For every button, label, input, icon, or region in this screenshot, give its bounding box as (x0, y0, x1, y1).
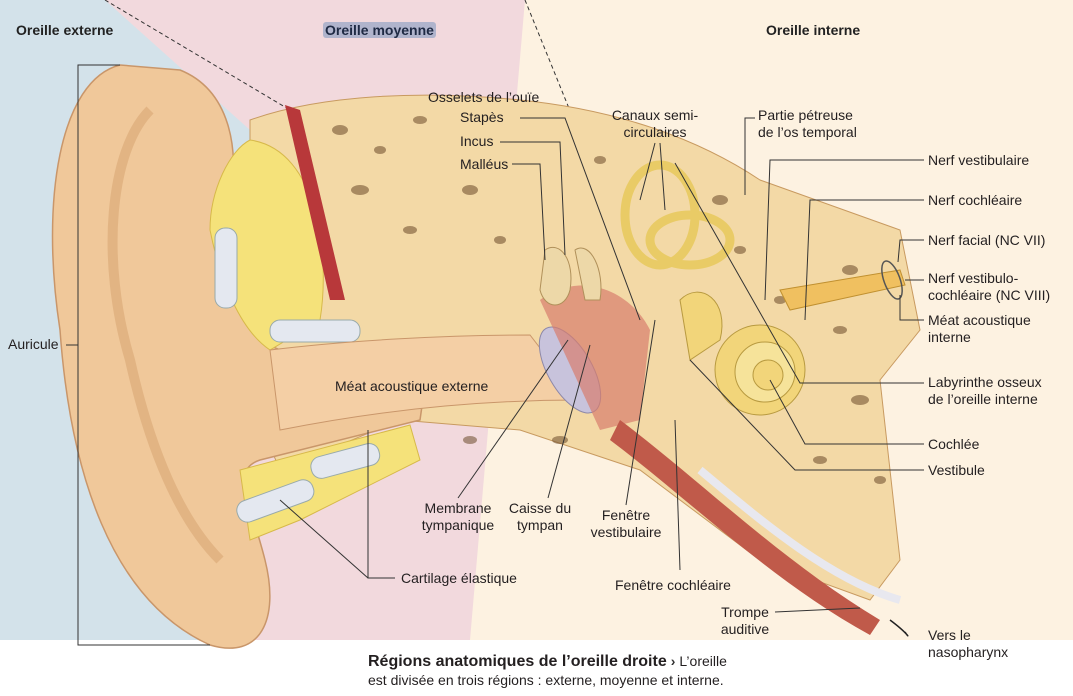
label-vestibular-nerve: Nerf vestibulaire (928, 152, 1030, 168)
region-middle-heading-wrap: Oreille moyenne (323, 22, 436, 38)
label-stapes: Stapès (460, 109, 504, 125)
figure-caption: Régions anatomiques de l’oreille droite›… (368, 652, 727, 689)
caption-title: Régions anatomiques de l’oreille droite (368, 653, 667, 670)
label-ossicles: Osselets de l’ouïe (428, 89, 540, 105)
label-line: Nerf vestibulo- (928, 270, 1019, 286)
label-line: cochléaire (NC VIII) (928, 287, 1051, 303)
caption-bg (0, 640, 1073, 696)
label-line: tympanique (421, 517, 495, 533)
label-line: interne (928, 329, 971, 345)
caption-text-1: L’oreille (679, 653, 727, 669)
label-auricule: Auricule (8, 336, 59, 352)
caption-text-2: est divisée en trois régions : externe, … (368, 672, 724, 688)
semicircular-canals (620, 160, 735, 270)
auditory-tube (610, 420, 880, 635)
cochlea (679, 291, 806, 416)
cartilage-plate (269, 319, 361, 343)
label-line: Partie pétreuse (758, 107, 853, 123)
label-round-window: Fenêtre cochléaire (615, 577, 731, 593)
label-line: auditive (720, 621, 770, 637)
region-internal-heading: Oreille interne (766, 22, 861, 38)
tympanic-cavity (540, 285, 650, 430)
label-line: vestibulaire (590, 524, 662, 540)
auditory-tube-cartilage (697, 466, 902, 604)
label-line: Trompe (721, 604, 769, 620)
leader-lines (66, 64, 924, 646)
label-line: de l’os temporal (758, 124, 857, 140)
helix-shading (107, 106, 224, 564)
label-elastic-cartilage: Cartilage élastique (401, 570, 517, 586)
region-external-heading: Oreille externe (16, 22, 114, 38)
label-facial-nerve: Nerf facial (NC VII) (928, 232, 1046, 248)
cartilage-plate (236, 479, 315, 523)
label-vestibule: Vestibule (928, 462, 985, 478)
label-external-meatus: Méat acoustique externe (335, 378, 489, 394)
label-line: Vers le (928, 627, 971, 643)
label-cochlear-nerve: Nerf cochléaire (928, 192, 1023, 208)
caption-arrow-icon: › (670, 653, 676, 669)
label-line: Fenêtre (601, 507, 651, 523)
bone-texture (332, 116, 886, 484)
label-line: Caisse du (508, 500, 572, 516)
label-malleus: Malléus (460, 156, 509, 172)
label-incus: Incus (460, 133, 494, 149)
label-line: tympan (517, 517, 563, 533)
label-line: Labyrinthe osseux (928, 374, 1042, 390)
nasopharynx-arrow-icon (889, 619, 909, 637)
region-middle-heading: Oreille moyenne (323, 22, 436, 38)
label-line: Canaux semi- (611, 107, 699, 123)
label-line: de l’oreille interne (928, 391, 1038, 407)
cartilage-plate (214, 227, 238, 309)
label-line: Méat acoustique (928, 312, 1031, 328)
label-line: Membrane (424, 500, 492, 516)
cartilage-plate (310, 443, 381, 479)
label-vestibulocochlear-nerve: Nerf vestibulo-cochléaire (NC VIII) (928, 270, 1050, 304)
internal-meatus-ring (881, 260, 903, 300)
label-line: nasopharynx (928, 644, 1009, 660)
label-line: circulaires (623, 124, 687, 140)
label-semicircular-canals: Canaux semi-circulaires (605, 107, 705, 141)
artery (285, 105, 345, 300)
ossicles (539, 247, 602, 306)
label-cochlea: Cochlée (928, 436, 980, 452)
vestibulocochlear-nerve (779, 269, 906, 311)
